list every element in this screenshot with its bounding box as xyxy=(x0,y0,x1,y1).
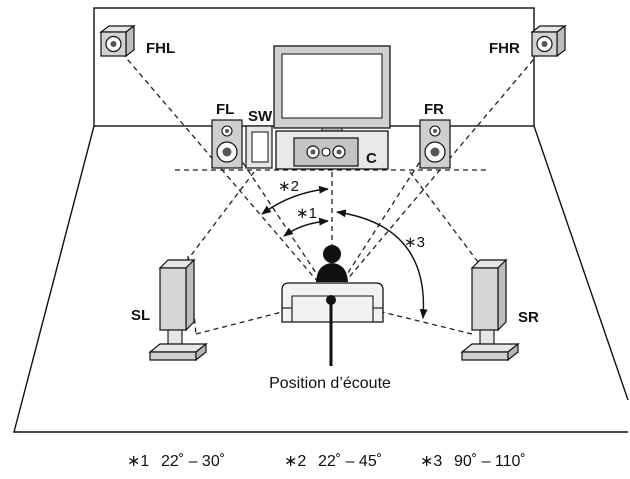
speaker-fl xyxy=(211,119,243,169)
speaker-c xyxy=(293,137,359,167)
speaker-sw xyxy=(245,125,273,169)
angle-arc-2 xyxy=(261,185,329,215)
footnote-1-range: 22˚ – 30˚ xyxy=(161,453,225,470)
television xyxy=(273,45,391,133)
speaker-sr xyxy=(460,258,520,362)
angle-marker-3: ∗3 xyxy=(404,234,425,251)
label-c: C xyxy=(366,150,377,167)
footnote-3-range: 90˚ – 110˚ xyxy=(454,453,526,470)
footnote-2-mark: ∗2 xyxy=(284,453,306,470)
label-sw: SW xyxy=(248,108,273,125)
footnote-1-mark: ∗1 xyxy=(127,453,149,470)
speaker-fr xyxy=(419,119,451,169)
speaker-sl xyxy=(148,258,208,362)
footnote-2-range: 22˚ – 45˚ xyxy=(318,453,382,470)
angle-arc-3 xyxy=(336,209,428,319)
footnote-3-mark: ∗3 xyxy=(420,453,442,470)
label-fr: FR xyxy=(424,101,444,118)
angle-marker-2: ∗2 xyxy=(278,178,299,195)
listener xyxy=(316,245,348,282)
angle-arc-1 xyxy=(283,217,329,237)
speaker-fhl xyxy=(99,24,136,58)
label-fhr: FHR xyxy=(489,40,520,57)
label-fhl: FHL xyxy=(146,40,175,57)
label-fl: FL xyxy=(216,101,234,118)
angle-marker-1: ∗1 xyxy=(296,205,317,222)
label-sr: SR xyxy=(518,309,539,326)
speaker-fhr xyxy=(530,24,567,58)
footnotes: ∗1 22˚ – 30˚ ∗2 22˚ – 45˚ ∗3 90˚ – 110˚ xyxy=(127,453,526,470)
listening-position-label: Position d’écoute xyxy=(269,375,391,392)
label-sl: SL xyxy=(131,307,150,324)
angle-arcs xyxy=(261,185,428,319)
